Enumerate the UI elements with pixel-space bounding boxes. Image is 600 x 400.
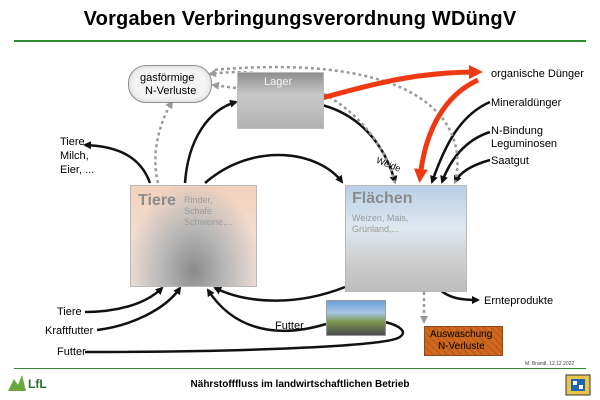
lager-box [237, 72, 324, 129]
flaechen-title: Flächen [352, 190, 413, 207]
footer-caption: Nährstofffluss im landwirtschaftlichen B… [190, 379, 410, 390]
organische-duenger-label: organische Dünger [491, 68, 584, 80]
title-divider [14, 40, 586, 42]
gas-arrow-lager [211, 81, 237, 90]
tiere-title: Tiere [138, 192, 176, 209]
n-bindung-label-1: N-Bindung [491, 125, 543, 137]
futter-silo-image [326, 300, 386, 336]
author-credit: M. Brandl, 12.12.2022 [525, 361, 575, 367]
bavarian-coat-of-arms-icon [565, 374, 591, 396]
ernteprodukte-label: Ernteprodukte [484, 295, 554, 307]
flaechen-sub-2: Grünland,... [352, 224, 400, 234]
gas-arrow-tiere [154, 100, 174, 184]
gas-loss-cloud [128, 65, 212, 103]
tiere-sub-2: Schafe [184, 206, 213, 216]
auswaschung-box [424, 326, 503, 356]
flaechen-box [345, 185, 467, 292]
arrow-tiere-to-lager [183, 99, 238, 184]
gas-arrow-flaechen2 [211, 65, 459, 184]
futter-mid-label: Futter [275, 320, 304, 332]
saatgut-label: Saatgut [491, 155, 529, 167]
flaechen-sub-1: Weizen, Mais, [352, 213, 409, 223]
tiere-sub-3: Schweine,... [184, 217, 234, 227]
auswaschung-line1: Auswaschung [430, 329, 493, 340]
arrow-futter-to-tiere [206, 288, 327, 332]
cloud-line1: gasförmige [140, 72, 195, 84]
arrow-mineral [430, 100, 491, 184]
input-futter-label: Futter [57, 346, 86, 358]
lager-title: Lager [264, 76, 293, 88]
arrow-saatgut [453, 158, 491, 184]
input-kraftfutter-label: Kraftfutter [45, 325, 94, 337]
footer-divider [14, 368, 586, 369]
arrow-tiere-to-products [83, 141, 152, 184]
red-arrow-lager-out [321, 65, 483, 101]
arrow-input-tiere [84, 286, 164, 314]
n-bindung-label-2: Leguminosen [491, 138, 558, 150]
cloud-line2: N-Verluste [145, 85, 197, 97]
lfl-logo-text: LfL [28, 377, 47, 391]
arrow-nbindung [440, 130, 491, 184]
tiere-box [130, 185, 257, 287]
lfl-logo-icon [8, 375, 26, 391]
tiere-sub-1: Rinder, [184, 195, 213, 205]
arrow-flaechen-to-tiere [213, 285, 346, 302]
input-tiere-label: Tiere [57, 306, 82, 318]
products-line3: Eier, ... [60, 164, 95, 176]
products-line2: Milch, [60, 150, 89, 162]
arrow-input-kraftfutter [96, 286, 182, 332]
mineralduenger-label: Mineraldünger [491, 97, 562, 109]
page-title: Vorgaben Verbringungsverordnung WDüngV [83, 8, 517, 30]
arrow-weide [204, 153, 344, 184]
products-line1: Tiere, [60, 136, 88, 148]
auswaschung-line2: N-Verluste [438, 341, 485, 352]
arrow-input-futter-long [84, 320, 405, 354]
red-arrow-to-flaechen [413, 77, 480, 183]
arrow-lager-to-flaechen [321, 103, 398, 184]
